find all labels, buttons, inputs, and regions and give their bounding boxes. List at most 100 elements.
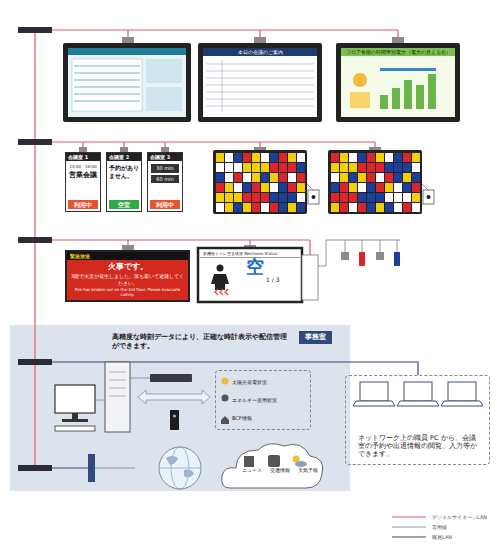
- board-cell: [376, 183, 384, 192]
- board-cell: [385, 203, 393, 212]
- board-cell: [288, 173, 296, 182]
- board-cell: [279, 153, 287, 162]
- globe: [159, 447, 201, 489]
- board-cell: [297, 193, 305, 202]
- screen-content: 本日の会議のご案内: [203, 48, 317, 117]
- board-cell: [412, 183, 420, 192]
- board-cell: [331, 193, 339, 202]
- board-cell: [225, 203, 233, 212]
- board-cell: [331, 173, 339, 182]
- node-text: Fire has broken out on the 3rd floor. Pl…: [70, 287, 185, 297]
- board-cell: [331, 153, 339, 162]
- node-text: 予約がありません。: [109, 164, 139, 179]
- board-cell: [234, 173, 242, 182]
- cloud-icon: [244, 455, 307, 467]
- board-cell: [288, 183, 296, 192]
- schedule-screen: [198, 43, 322, 122]
- board-cell: [288, 203, 296, 212]
- meeting-room-sign: 会議室 2予約がありません。空室: [106, 152, 142, 212]
- board-cell: [349, 193, 357, 202]
- board-cell: [412, 153, 420, 162]
- board-cell: [270, 183, 278, 192]
- node-text: 事務室: [299, 331, 332, 344]
- board-cell: [243, 173, 251, 182]
- legend-text: デジタルサイネージLAN: [432, 514, 487, 520]
- board-cell: [225, 183, 233, 192]
- node-text: 緊急放送: [67, 252, 188, 260]
- board-cell: [403, 163, 411, 172]
- board-cell: [279, 163, 287, 172]
- board-cell: [403, 193, 411, 202]
- node-text: ネットワーク上の職員 PC から、会議室の予約や出退情報の閲覧、入力等ができます…: [358, 398, 477, 458]
- board-cell: [385, 163, 393, 172]
- restroom-sign: [198, 248, 318, 302]
- screen-content: フロア各階の時間帯別電力（電力の見える化）: [341, 48, 455, 117]
- board-cell: [234, 193, 242, 202]
- legend-line: [392, 525, 426, 529]
- board-cell: [367, 203, 375, 212]
- board-cell: [297, 203, 305, 212]
- board-cell: [385, 173, 393, 182]
- board-cell: [252, 173, 260, 182]
- board-cell: [376, 163, 384, 172]
- board-cell: [367, 163, 375, 172]
- board-cell: [358, 183, 366, 192]
- node-text: 利用中: [150, 200, 180, 210]
- board-cell: [358, 203, 366, 212]
- restroom-sign: 多機能トイレ空き状況 Restroom Status空1 / 3: [200, 250, 300, 300]
- board-cell: [243, 153, 251, 162]
- board-cell: [243, 163, 251, 172]
- meeting-room-sign: 会議室 330 min60 min利用中: [147, 152, 183, 212]
- board-cell: [367, 193, 375, 202]
- board-cell: [403, 183, 411, 192]
- board-cell: [252, 193, 260, 202]
- node-text: 会議室 3: [148, 153, 182, 161]
- node-text: 火事です。: [67, 262, 188, 272]
- node-text: 30 min: [151, 164, 179, 172]
- board-cell: [225, 193, 233, 202]
- board-cell: [261, 203, 269, 212]
- board-cell: [394, 153, 402, 162]
- board-cell: [297, 163, 305, 172]
- legend-row: 職員LAN: [392, 532, 487, 542]
- board-cell: [288, 153, 296, 162]
- data-arrow: [138, 390, 210, 404]
- sensor: [341, 252, 400, 266]
- board-cell: [358, 173, 366, 182]
- board-cell: [297, 153, 305, 162]
- board-cell: [376, 193, 384, 202]
- board-cell: [225, 153, 233, 162]
- board-cell: [279, 203, 287, 212]
- office-pc: [55, 385, 95, 431]
- node-text: 太陽光発電状況: [216, 379, 310, 385]
- board-cell: [279, 173, 287, 182]
- emergency-sign: 緊急放送火事です。3階で火災が発生しました。落ち着いて避難してください。Fire…: [65, 250, 190, 302]
- board-cell: [216, 173, 224, 182]
- board-cell: [376, 203, 384, 212]
- board-cell: [403, 153, 411, 162]
- board-cell: [216, 193, 224, 202]
- board-cell: [358, 153, 366, 162]
- board-cell: [261, 183, 269, 192]
- board-cell: [331, 183, 339, 192]
- board-cell: [288, 163, 296, 172]
- board-cell: [385, 153, 393, 162]
- board-cell: [297, 183, 305, 192]
- dedicated-line: [95, 182, 428, 468]
- board-cell: [243, 193, 251, 202]
- board-cell: [234, 183, 242, 192]
- laptop: [353, 382, 483, 406]
- board-cell: [225, 173, 233, 182]
- board-cell: [270, 163, 278, 172]
- board-cell: [394, 183, 402, 192]
- board-cell: [412, 203, 420, 212]
- power-screen: [336, 43, 460, 122]
- board-cell: [216, 163, 224, 172]
- board-controller: [308, 190, 434, 204]
- node-text: 空室: [109, 200, 139, 210]
- board-cell: [340, 203, 348, 212]
- board-cell: [376, 173, 384, 182]
- board-cell: [340, 193, 348, 202]
- board-cell: [234, 153, 242, 162]
- board-cell: [412, 173, 420, 182]
